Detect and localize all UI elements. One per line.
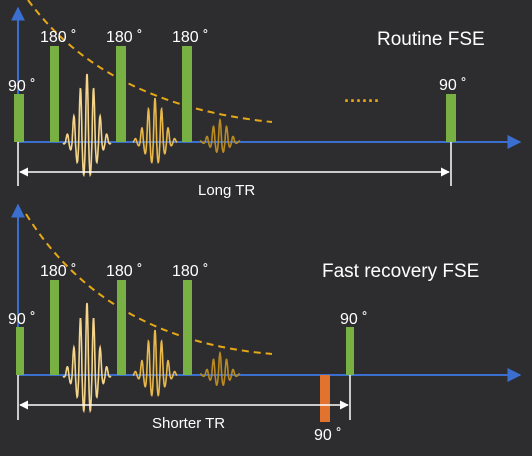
- routine-decay-curve: [27, 0, 273, 123]
- fast-refocus-pulse-2: [117, 280, 126, 375]
- fast-refocus-label-3: 180 ˚: [172, 263, 208, 280]
- routine-ellipsis: ......: [344, 86, 380, 106]
- routine-excitation-pulse: [14, 94, 24, 142]
- routine-echo-2: [132, 97, 178, 164]
- routine-next-excitation-label: 90 ˚: [439, 77, 467, 94]
- fast-refocus-pulse-1: [50, 280, 59, 375]
- routine-excitation-label: 90 ˚: [8, 78, 36, 95]
- routine-refocus-pulse-2: [116, 46, 126, 142]
- routine-title: Routine FSE: [377, 29, 485, 50]
- routine-tr-bracket: [17, 142, 452, 186]
- fast-refocus-pulse-3: [183, 280, 192, 375]
- fast-echo-3: [199, 350, 241, 387]
- routine-refocus-label-2: 180 ˚: [106, 29, 142, 46]
- fast-excitation-label: 90 ˚: [8, 311, 36, 328]
- fast-next-excitation-pulse: [346, 327, 354, 375]
- fast-echo-2: [132, 329, 178, 397]
- fast-title: Fast recovery FSE: [322, 261, 479, 282]
- fast-tr-bracket: [17, 375, 351, 420]
- routine-refocus-label-1: 180 ˚: [40, 29, 76, 46]
- fast-echo-1: [62, 302, 112, 414]
- routine-fse-panel: 90 ˚ 180 ˚ 180 ˚ 180 ˚ 90 ˚ ...... Routi…: [8, 0, 522, 199]
- fast-flip-back-label: 90 ˚: [314, 427, 342, 444]
- fast-recovery-fse-panel: 90 ˚ 180 ˚ 180 ˚ 180 ˚ 90 ˚ 90 ˚ Fast re…: [8, 203, 522, 444]
- fast-refocus-label-2: 180 ˚: [106, 263, 142, 280]
- fast-decay-curve: [25, 213, 273, 355]
- fast-tr-label: Shorter TR: [152, 415, 225, 432]
- routine-refocus-label-3: 180 ˚: [172, 29, 208, 46]
- fast-next-excitation-label: 90 ˚: [340, 311, 368, 328]
- routine-refocus-pulse-1: [50, 46, 59, 142]
- routine-echo-3: [199, 117, 241, 154]
- fast-refocus-label-1: 180 ˚: [40, 263, 76, 280]
- routine-refocus-pulse-3: [182, 46, 192, 142]
- routine-tr-label: Long TR: [198, 182, 255, 199]
- fast-flip-back-pulse: [320, 375, 330, 422]
- routine-next-excitation-pulse: [446, 94, 456, 142]
- fast-excitation-pulse: [16, 327, 24, 375]
- routine-echo-1: [62, 73, 112, 178]
